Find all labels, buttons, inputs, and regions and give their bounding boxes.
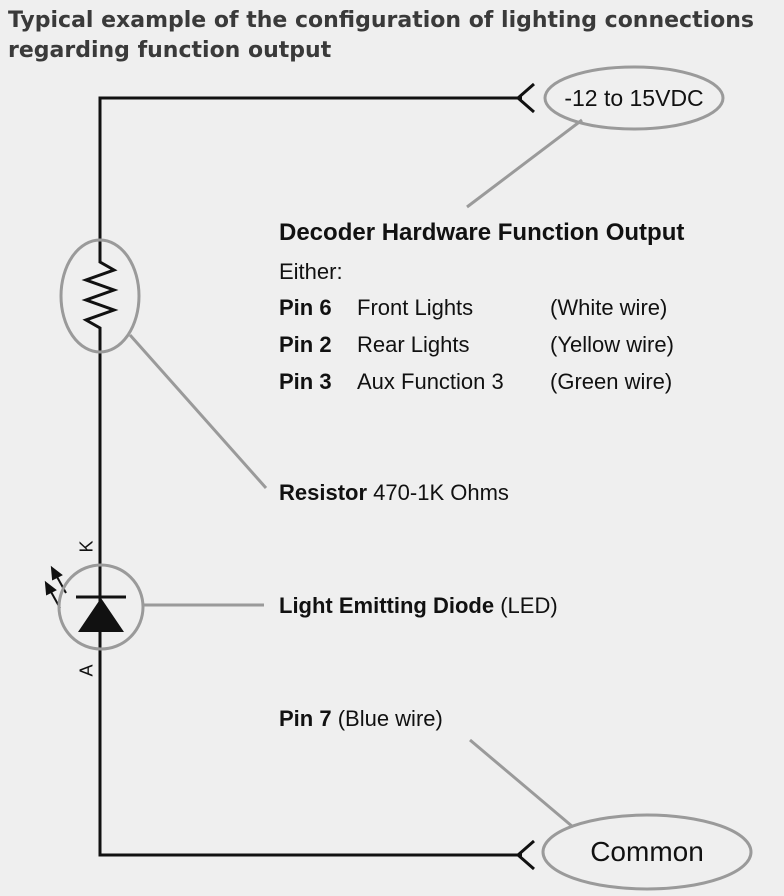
pin-wire: (Yellow wire)	[550, 332, 674, 357]
pin-wire: (Green wire)	[550, 369, 673, 394]
pin-number: Pin 2	[279, 332, 332, 357]
supply-connector	[515, 82, 535, 114]
pin-function: Aux Function 3	[357, 369, 504, 394]
pin-number: Pin 3	[279, 369, 332, 394]
decoder-heading: Decoder Hardware Function Output	[279, 219, 685, 246]
decoder-callout-line	[466, 118, 583, 209]
circuit-wire	[98, 96, 522, 857]
pin-row: Pin 3	[279, 368, 332, 396]
pin7-label: Pin 7 (Blue wire)	[279, 705, 443, 733]
resistor-callout-line	[128, 334, 268, 489]
page-title: Typical example of the configuration of …	[8, 6, 778, 66]
led-abbr: (LED)	[500, 593, 558, 618]
led-label: Light Emitting Diode (LED)	[279, 592, 558, 620]
pin-row: Pin 2	[279, 331, 332, 359]
pin-function: Rear Lights	[357, 332, 470, 357]
pin7-number: Pin 7	[279, 706, 332, 731]
led-cathode-label: K	[76, 540, 97, 553]
resistor-value: 470-1K Ohms	[373, 480, 509, 505]
title-line-1: Typical example of the configuration of …	[8, 8, 755, 33]
resistor-symbol	[81, 250, 119, 340]
pin-function: Front Lights	[357, 295, 474, 320]
common-connector	[515, 839, 535, 871]
led-circle	[57, 563, 145, 651]
supply-label: -12 to 15VDC	[564, 85, 704, 111]
pin7-callout-line	[469, 738, 574, 829]
pin-row: Pin 6	[279, 294, 332, 322]
led-name: Light Emitting Diode	[279, 593, 495, 618]
title-line-2: regarding function output	[8, 38, 332, 63]
common-label: Common	[590, 836, 704, 867]
led-triangle	[78, 598, 124, 632]
resistor-name: Resistor	[279, 480, 368, 505]
resistor-label: Resistor 470-1K Ohms	[279, 479, 509, 507]
resistor-ellipse	[59, 238, 141, 354]
decoder-either: Either:	[279, 259, 343, 284]
led-anode-label: A	[76, 664, 97, 677]
pin-wire: (White wire)	[550, 295, 668, 320]
common-ellipse	[541, 813, 753, 891]
supply-ellipse	[543, 65, 725, 131]
pin-number: Pin 6	[279, 295, 332, 320]
pin7-wire: (Blue wire)	[337, 706, 443, 731]
